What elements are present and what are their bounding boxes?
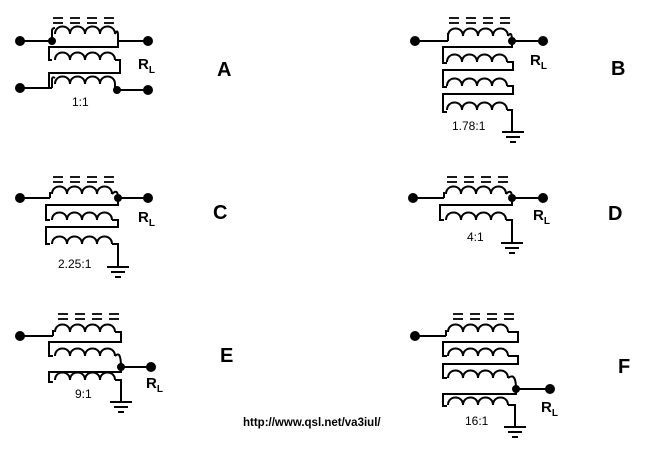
terminal-dot [15, 83, 25, 93]
junction-dot [113, 86, 121, 94]
ratio-label-f: 16:1 [465, 414, 489, 428]
terminal-dot [410, 36, 420, 46]
panel-letter-d: D [608, 203, 622, 225]
ground-icon [502, 131, 524, 143]
terminal-dot [143, 36, 153, 46]
panel-c [15, 176, 153, 278]
core-lines [453, 313, 514, 320]
ratio-label-c: 2.25:1 [58, 257, 92, 271]
junction-dot [48, 37, 56, 45]
terminal-dot [15, 331, 25, 341]
panel-e [15, 313, 156, 413]
winding [20, 25, 148, 42]
load-label: RL [530, 52, 547, 72]
terminal-dot [143, 85, 153, 95]
core-lines [449, 17, 510, 24]
junction-dot [512, 385, 520, 393]
panel-letter-a: A [217, 59, 231, 81]
panel-letter-f: F [618, 356, 630, 378]
core-lines [58, 313, 119, 320]
terminal-dot [408, 193, 418, 203]
ratio-label-d: 4:1 [467, 230, 484, 244]
load-label: RL [138, 209, 155, 229]
panel-b [410, 17, 548, 143]
terminal-dot [143, 193, 153, 203]
source-url-text: http://www.qsl.net/va3iul/ [243, 417, 381, 429]
junction-dot [508, 37, 516, 45]
core-lines [53, 176, 114, 183]
panel-d [408, 176, 548, 254]
core-lines [447, 176, 508, 183]
terminal-dot [146, 362, 156, 372]
panel-a [15, 17, 153, 95]
terminal-dot [538, 36, 548, 46]
terminal-dot [15, 193, 25, 203]
load-label: RL [138, 56, 155, 76]
ground-icon [107, 266, 129, 278]
terminal-dot [410, 331, 420, 341]
terminal-dot [15, 36, 25, 46]
junction-dot [508, 194, 516, 202]
ratio-label-b: 1.78:1 [452, 119, 486, 133]
panel-letter-c: C [213, 202, 227, 224]
terminal-dot [545, 384, 555, 394]
junction-dot [117, 363, 125, 371]
load-label: RL [146, 375, 163, 395]
core-lines [53, 17, 114, 24]
ground-icon [504, 426, 526, 438]
ratio-label-e: 9:1 [75, 387, 92, 401]
panel-letter-e: E [220, 345, 233, 367]
ground-icon [501, 242, 523, 254]
load-label: RL [541, 399, 558, 419]
ratio-label-a: 1:1 [72, 95, 89, 109]
ground-icon [110, 401, 132, 413]
panel-f [410, 313, 555, 438]
panel-letter-b: B [611, 58, 625, 80]
load-label: RL [533, 207, 550, 227]
winding [48, 41, 121, 88]
junction-dot [114, 194, 122, 202]
winding [20, 75, 148, 91]
terminal-dot [538, 193, 548, 203]
